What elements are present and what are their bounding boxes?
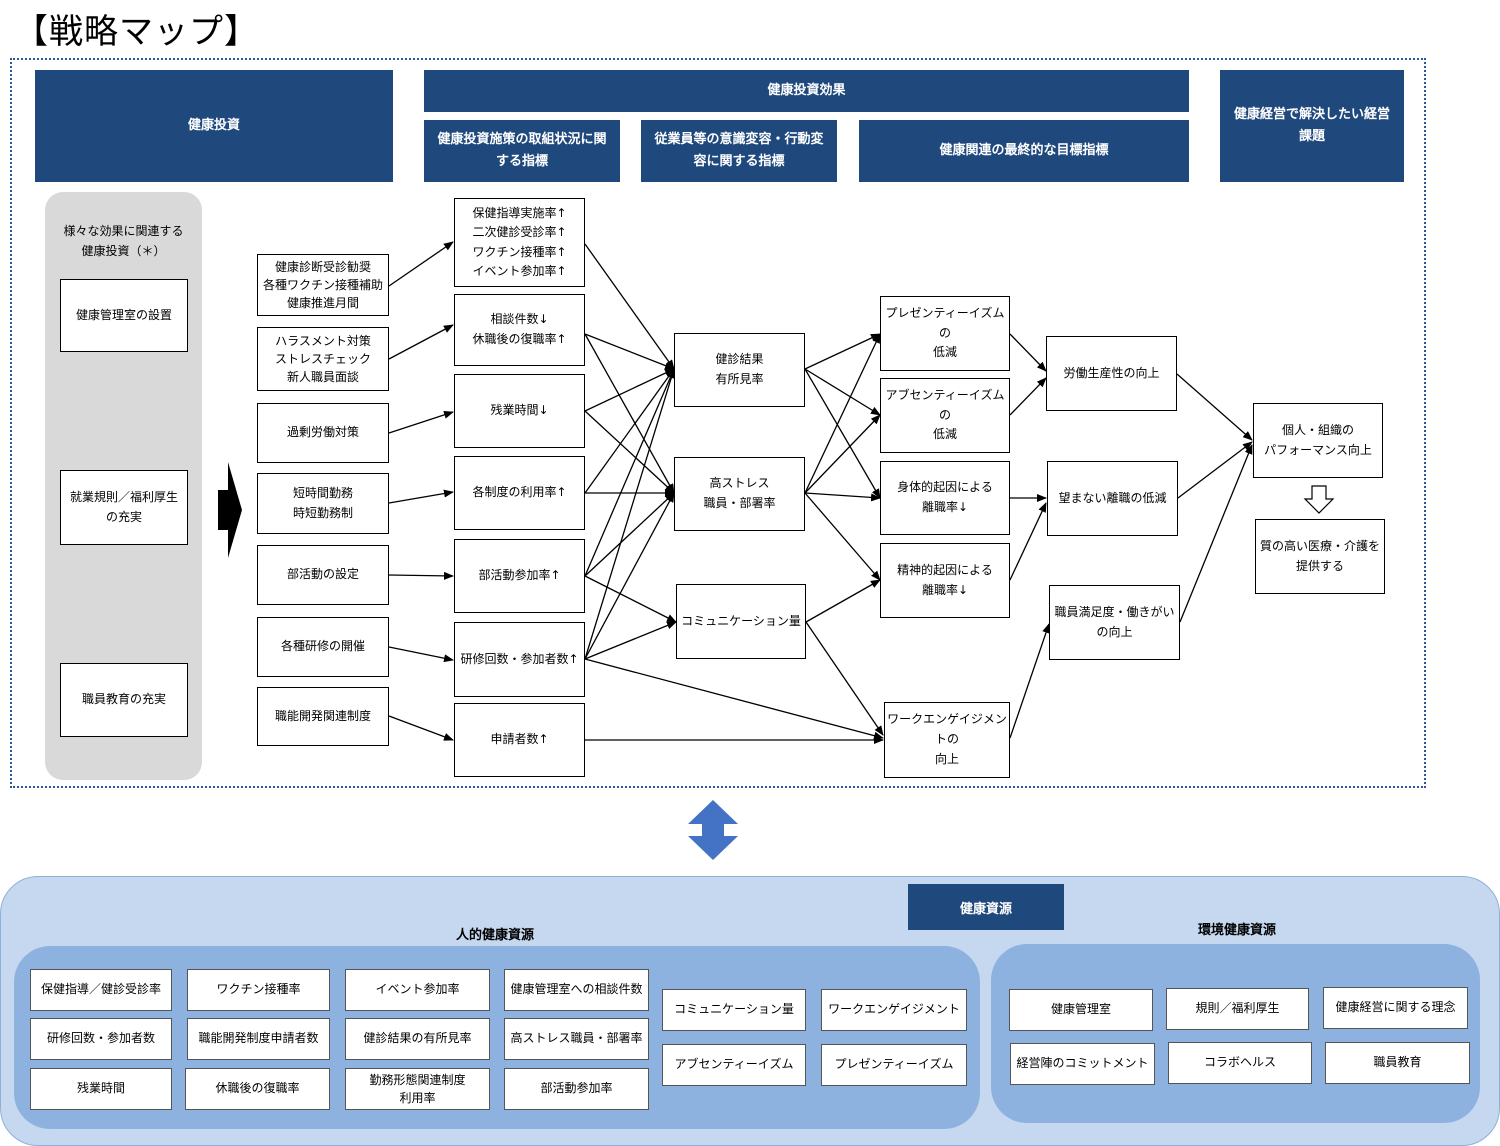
resources-header: 健康資源 (908, 884, 1064, 930)
investment-item: 健康管理室の設置 (60, 279, 188, 352)
final-box: アブセンティーイズムの 低減 (880, 378, 1010, 453)
env-resource-item: 職員教育 (1325, 1042, 1470, 1084)
header-col2: 従業員等の意識変容・行動変容に関する指標 (641, 120, 837, 182)
env-resource-item: 規則／福利厚生 (1166, 988, 1309, 1030)
header-investment: 健康投資 (35, 70, 393, 182)
human-resource-item: 健康管理室への相談件数 (504, 969, 649, 1011)
connection-arrows (388, 241, 1253, 744)
human-resource-item: プレゼンティーイズム (821, 1044, 967, 1086)
indicator-box: 研修回数・参加者数↑ (454, 622, 585, 697)
env-resource-item: 経営陣のコミットメント (1010, 1043, 1155, 1085)
final-box: ワークエンゲイジメントの 向上 (884, 702, 1010, 778)
human-resource-item: 職能開発制度申請者数 (187, 1018, 330, 1060)
human-resource-item: 保健指導／健診受診率 (30, 969, 172, 1011)
behavior-box: 高ストレス 職員・部署率 (674, 457, 805, 531)
human-resource-item: コミュニケーション量 (662, 989, 806, 1031)
human-resource-item: 残業時間 (30, 1068, 172, 1110)
human-resource-item: 研修回数・参加者数 (30, 1018, 172, 1060)
measure-box: 過剰労働対策 (257, 403, 389, 463)
header-issue: 健康経営で解決したい経営課題 (1220, 70, 1404, 182)
issue-box: 質の高い医療・介護を 提供する (1255, 519, 1385, 594)
human-resource-item: ワクチン接種率 (187, 969, 330, 1011)
final-box: プレゼンティーイズムの 低減 (880, 296, 1010, 371)
env-resource-item: 健康経営に関する理念 (1323, 987, 1468, 1029)
env-resources-title: 環境健康資源 (1198, 923, 1277, 938)
bidirectional-arrow-icon (688, 800, 738, 860)
measure-box: 部活動の設定 (257, 545, 389, 605)
human-resource-item: アブセンティーイズム (662, 1044, 806, 1086)
right-arrow-icon (218, 462, 242, 558)
human-resource-item: 勤務形態関連制度 利用率 (345, 1068, 490, 1110)
indicator-box: 申請者数↑ (454, 703, 585, 777)
measure-box: 各種研修の開催 (257, 617, 389, 677)
indicator-box: 残業時間↓ (454, 374, 585, 448)
behavior-box: コミュニケーション量 (676, 584, 806, 659)
human-resources-panel (14, 946, 980, 1129)
indicator-box: 保健指導実施率↑ 二次健診受診率↑ ワクチン接種率↑ イベント参加率↑ (454, 198, 585, 287)
outcome-box: 望まない離職の低減 (1047, 461, 1178, 536)
page-title: 【戦略マップ】 (14, 12, 259, 52)
outcome-box: 労働生産性の向上 (1046, 336, 1177, 411)
human-resource-item: イベント参加率 (345, 969, 490, 1011)
outcome-box: 職員満足度・働きがい の向上 (1049, 585, 1180, 660)
header-effect: 健康投資効果 (424, 70, 1189, 112)
env-resource-item: コラボヘルス (1168, 1042, 1312, 1084)
human-resource-item: 休職後の復職率 (185, 1068, 330, 1110)
measure-box: 健康診断受診勧奨 各種ワクチン接種補助 健康推進月間 (257, 254, 389, 316)
behavior-box: 健診結果 有所見率 (674, 333, 805, 407)
final-box: 精神的起因による 離職率↓ (880, 543, 1010, 618)
human-resource-item: 部活動参加率 (504, 1068, 649, 1110)
human-resources-title: 人的健康資源 (456, 928, 535, 943)
human-resource-item: 健診結果の有所見率 (345, 1018, 490, 1060)
header-col3: 健康関連の最終的な目標指標 (859, 120, 1189, 182)
env-resource-item: 健康管理室 (1009, 989, 1153, 1031)
investment-caption: 様々な効果に関連する 健康投資（＊） (63, 224, 184, 259)
measure-box: ハラスメント対策 ストレスチェック 新人職員面談 (257, 327, 389, 391)
issue-box: 個人・組織の パフォーマンス向上 (1253, 403, 1383, 478)
indicator-box: 各制度の利用率↑ (454, 456, 585, 530)
header-col1: 健康投資施策の取組状況に関する指標 (424, 120, 620, 182)
indicator-box: 部活動参加率↑ (454, 539, 585, 613)
measure-box: 職能開発関連制度 (257, 687, 389, 746)
env-resources-panel (991, 944, 1480, 1123)
investment-item: 職員教育の充実 (60, 663, 188, 737)
strategy-map-frame (10, 58, 1426, 788)
down-arrow-icon (1303, 485, 1335, 514)
investment-item: 就業規則／福利厚生 の充実 (60, 470, 188, 545)
indicator-box: 相談件数↓ 休職後の復職率↑ (454, 294, 585, 366)
human-resource-item: 高ストレス職員・部署率 (504, 1018, 649, 1060)
human-resource-item: ワークエンゲイジメント (821, 989, 967, 1031)
final-box: 身体的起因による 離職率↓ (880, 461, 1010, 535)
measure-box: 短時間勤務 時短勤務制 (257, 473, 389, 534)
